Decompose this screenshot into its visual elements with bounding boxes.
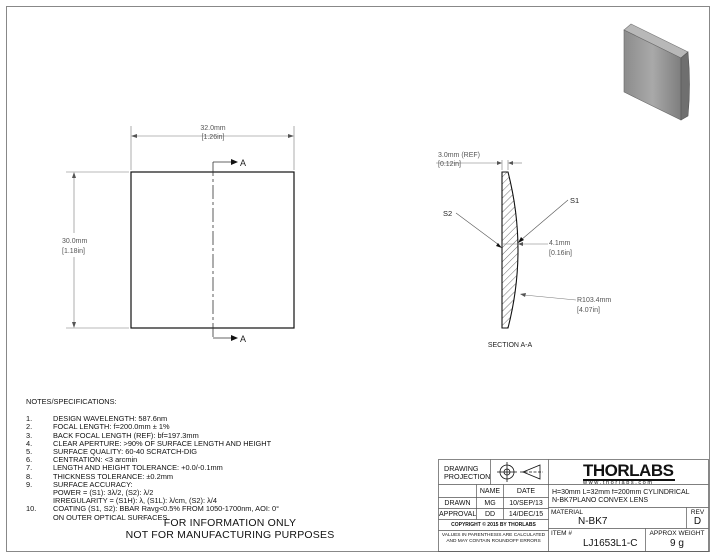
info-only-line: FOR INFORMATION ONLY	[163, 517, 297, 529]
note-number: 8.	[26, 471, 33, 481]
section-caption: SECTION A-A	[488, 342, 533, 349]
note-text: IRREGULARITY = (S1H): λ, (S1L): λ/cm, (S…	[53, 496, 217, 506]
note-number: 3.	[26, 430, 33, 440]
thorlabs-logo: THORLABS	[583, 461, 674, 481]
radius-dimension-in: [4.07in]	[577, 307, 600, 314]
note-number: 1.	[26, 414, 33, 424]
title-block-grid	[438, 459, 709, 552]
website: w w w . t h o r l a b s . c o m	[583, 480, 653, 486]
lens-3d-render	[623, 23, 690, 121]
note-item: 6. CENTRATION: <3 arcmin	[26, 456, 426, 464]
rev-label: REV	[690, 509, 705, 516]
drawn-name: MG	[484, 500, 496, 507]
front-view	[60, 126, 295, 341]
surface-s2-label: S2	[443, 209, 452, 218]
description-line-1: H=30mm L=32mm f=200mm CYLINDRICAL	[552, 489, 690, 496]
item-label: ITEM #	[551, 530, 572, 537]
note-item: 8. THICKNESS TOLERANCE: ±0.2mm	[26, 471, 426, 481]
drawing-projection-label: DRAWING PROJECTION	[444, 465, 491, 481]
lens-cross-section	[501, 171, 519, 329]
copyright-notice: COPYRIGHT © 2015 BY THORLABS	[451, 522, 536, 528]
note-text: CENTRATION: <3 arcmin	[53, 455, 138, 465]
thickness-dimension-mm: 4.1mm	[549, 240, 571, 247]
section-view	[436, 160, 577, 329]
note-text: DESIGN WAVELENGTH: 587.6nm	[53, 414, 168, 424]
notes-specifications: NOTES/SPECIFICATIONS: 1. DESIGN WAVELENGT…	[26, 397, 426, 522]
note-item: 3. BACK FOCAL LENGTH (REF): bf=197.3mm	[26, 430, 426, 440]
date-header: DATE	[516, 488, 536, 495]
width-dimension-mm: 32.0mm	[200, 125, 225, 132]
note-text: POWER = (S1): 3λ/2, (S2): λ/2	[53, 488, 154, 498]
drawn-label: DRAWN	[444, 500, 471, 507]
note-number: 4.	[26, 438, 33, 448]
values-note-line-1: VALUES IN PARENTHESIS ARE CALCULATED	[441, 533, 546, 538]
weight-label: APPROX WEIGHT	[649, 530, 705, 537]
note-item: POWER = (S1): 3λ/2, (S2): λ/2	[26, 488, 426, 498]
height-dimension-in: [1.18in]	[62, 248, 85, 255]
radius-dimension-mm: R103.4mm	[577, 297, 611, 304]
logo-thor: THOR	[583, 461, 630, 480]
notes-list: 1. DESIGN WAVELENGTH: 587.6nm 2. FOCAL LENG…	[26, 414, 426, 522]
width-dimension-in: [1.26in]	[202, 134, 225, 141]
logo-underline	[583, 479, 675, 481]
note-text: SURFACE QUALITY: 60-40 SCRATCH-DIG	[53, 447, 198, 457]
note-number: 6.	[26, 455, 33, 465]
note-item: 4. CLEAR APERTURE: >90% OF SURFACE LENGTH…	[26, 438, 426, 448]
note-number	[26, 489, 53, 497]
ref-dimension-in: [0.12in]	[438, 161, 461, 168]
surface-s1-label: S1	[570, 196, 579, 205]
note-item: IRREGULARITY = (S1H): λ, (S1L): λ/cm, (S…	[26, 497, 426, 505]
note-text: COATING (S1, S2): BBAR Ravg<0.5% FROM 10…	[53, 504, 280, 514]
section-label-bottom: A	[240, 334, 246, 344]
description-line-2: N-BK7PLANO CONVEX LENS	[552, 497, 649, 504]
material-value: N-BK7	[578, 516, 608, 527]
note-item: 5. SURFACE QUALITY: 60-40 SCRATCH-DIG	[26, 447, 426, 457]
note-text: THICKNESS TOLERANCE: ±0.2mm	[53, 471, 174, 481]
note-text: SURFACE ACCURACY:	[53, 479, 133, 489]
note-number: 10.	[26, 504, 37, 514]
thickness-dimension-in: [0.16in]	[549, 250, 572, 257]
weight-value: 9 g	[670, 538, 684, 549]
material-label: MATERIAL	[551, 509, 584, 516]
drawn-date: 10/SEP/13	[509, 500, 543, 507]
values-note-line-2: AND MAY CONTAIN ROUNDOFF ERRORS	[446, 539, 541, 544]
note-number: 5.	[26, 447, 33, 457]
logo-labs: LABS	[629, 461, 674, 480]
note-item: 1. DESIGN WAVELENGTH: 587.6nm	[26, 414, 426, 424]
note-number: 9.	[26, 479, 33, 489]
section-label-top: A	[240, 158, 246, 168]
note-item: 10. COATING (S1, S2): BBAR Ravg<0.5% FROM…	[26, 505, 426, 513]
rev-value: D	[693, 516, 702, 527]
note-text: CLEAR APERTURE: >90% OF SURFACE LENGTH A…	[53, 438, 272, 448]
note-item: 9. SURFACE ACCURACY:	[26, 479, 426, 489]
note-text: ON OUTER OPTICAL SURFACES	[53, 512, 168, 522]
approval-name: DD	[484, 511, 496, 518]
note-text: LENGTH AND HEIGHT TOLERANCE: +0.0/-0.1mm	[53, 463, 223, 473]
note-number: 7.	[26, 463, 33, 473]
lens-front-outline	[130, 171, 295, 329]
approval-date: 14/DEC/15	[508, 511, 544, 518]
note-number	[26, 514, 53, 522]
approval-label: APPROVAL	[439, 511, 476, 518]
sheet-border	[6, 6, 710, 552]
note-item: 2. FOCAL LENGTH: f=200.0mm ± 1%	[26, 423, 426, 431]
third-angle-projection-icon	[497, 462, 543, 482]
not-for-manufacturing-line: NOT FOR MANUFACTURING PURPOSES	[125, 529, 335, 541]
name-header: NAME	[479, 488, 501, 495]
note-text: BACK FOCAL LENGTH (REF): bf=197.3mm	[53, 430, 199, 440]
notes-header: NOTES/SPECIFICATIONS:	[26, 397, 117, 406]
ref-dimension-mm: 3.0mm (REF)	[438, 152, 480, 159]
note-number: 2.	[26, 422, 33, 432]
note-item: 7. LENGTH AND HEIGHT TOLERANCE: +0.0/-0.1…	[26, 464, 426, 472]
height-dimension-mm: 30.0mm	[62, 238, 87, 245]
note-item: ON OUTER OPTICAL SURFACES	[26, 512, 426, 522]
item-number: LJ1653L1-C	[583, 538, 638, 549]
note-text: FOCAL LENGTH: f=200.0mm ± 1%	[53, 422, 170, 432]
